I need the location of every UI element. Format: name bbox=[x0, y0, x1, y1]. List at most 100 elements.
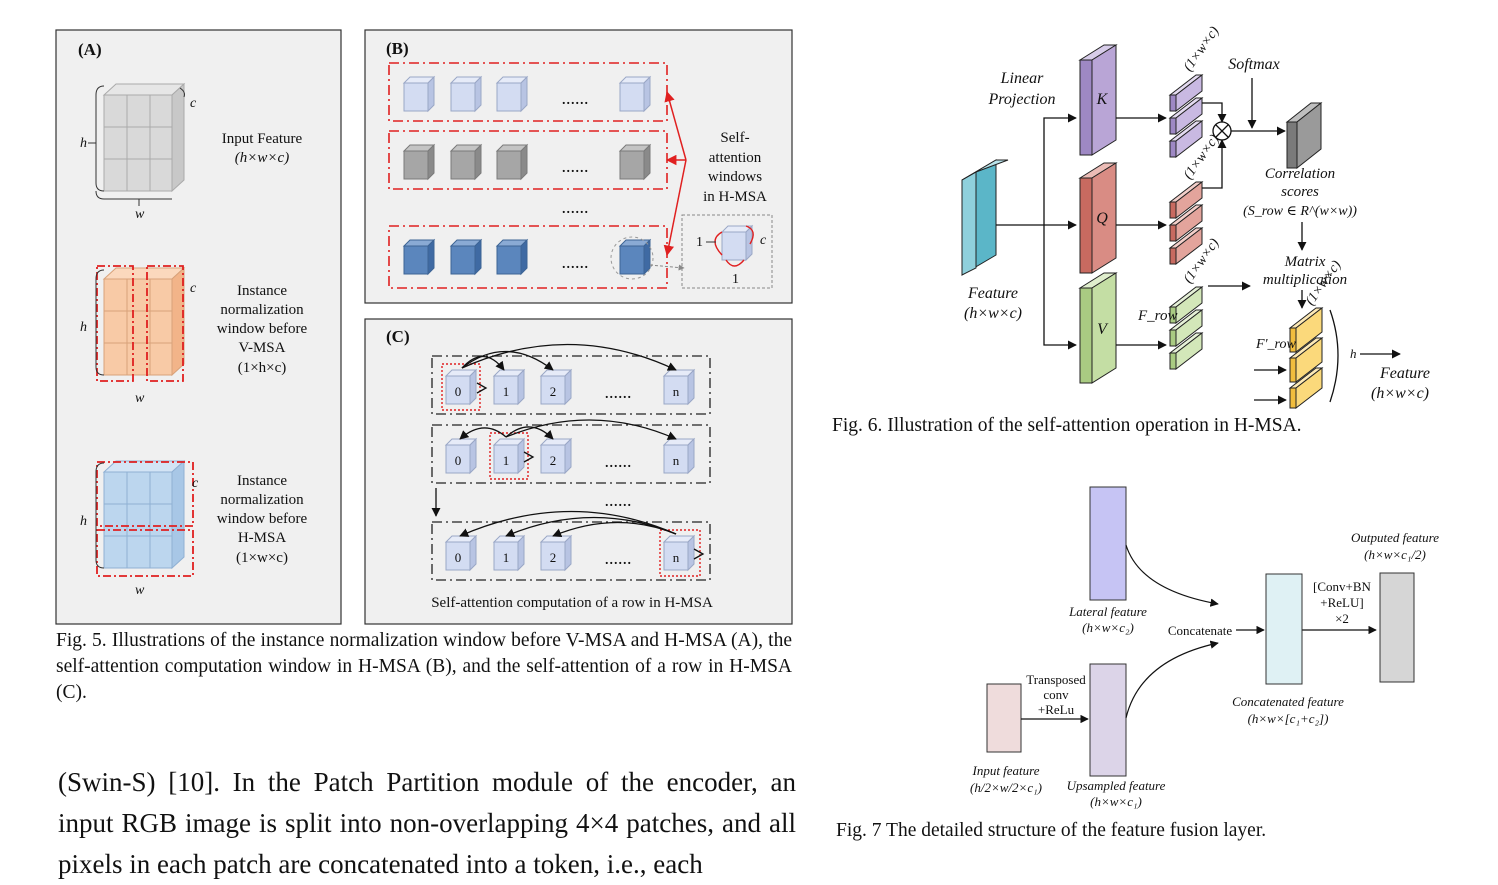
c-r3-cell-2: 2 bbox=[550, 550, 557, 565]
c-row-3-cubes bbox=[444, 534, 696, 572]
linear-projection-1: Linear bbox=[1000, 70, 1044, 87]
input-2: (h/2×w/2×c₁) bbox=[970, 780, 1042, 795]
correlation-2: scores bbox=[1281, 184, 1319, 200]
linear-projection-2: Projection bbox=[988, 91, 1056, 108]
concat-feat-1: Concatenated feature bbox=[1232, 694, 1344, 709]
correlation-3: (S_row ∈ R^(w×w)) bbox=[1243, 204, 1357, 219]
vmsa-dims: (1×h×c) bbox=[238, 360, 287, 376]
sa-windows-line4: in H-MSA bbox=[703, 189, 767, 205]
hmsa-line3: window before bbox=[217, 511, 308, 527]
v-row-vectors bbox=[1168, 285, 1204, 371]
yellow-row-vectors bbox=[1288, 306, 1324, 410]
row2-dots: ...... bbox=[562, 156, 589, 176]
c-r2-cell-0: 0 bbox=[455, 453, 462, 468]
h-label-3: h bbox=[80, 514, 87, 529]
c-r1-cell-0: 0 bbox=[455, 384, 462, 399]
row1-cubes bbox=[402, 75, 652, 113]
input-feature-block bbox=[986, 683, 1022, 753]
zoom-one-left: 1 bbox=[696, 235, 703, 250]
c-row-2-cubes bbox=[444, 437, 696, 475]
c-r2-cell-2: 2 bbox=[550, 453, 557, 468]
c-row-2-arrows bbox=[459, 419, 677, 463]
c-r2-cell-n: n bbox=[673, 453, 680, 468]
w-label-3: w bbox=[135, 583, 145, 598]
row3-dots: ...... bbox=[562, 252, 589, 272]
hmsa-line1: Instance bbox=[237, 473, 287, 489]
upsampled-feature-block bbox=[1089, 663, 1127, 777]
c-r3-cell-1: 1 bbox=[503, 550, 510, 565]
lateral-1: Lateral feature bbox=[1068, 604, 1147, 619]
hmsa-dims: (1×w×c) bbox=[236, 550, 288, 566]
f-row-label: F_row bbox=[1137, 308, 1177, 324]
zoom-detail-cube bbox=[714, 224, 754, 267]
out-1: Outputed feature bbox=[1351, 530, 1439, 545]
c-r3-dots: ...... bbox=[605, 548, 632, 568]
sa-windows-line2: attention bbox=[709, 150, 762, 166]
panel-b-label: (B) bbox=[386, 39, 409, 58]
c-row-1 bbox=[431, 355, 711, 415]
c-r3-cell-n: n bbox=[673, 550, 680, 565]
c-r1-cell-n: n bbox=[673, 384, 680, 399]
c-row-3 bbox=[431, 521, 711, 581]
h-label-2: h bbox=[80, 320, 87, 335]
panel-c-bottom-label: Self-attention computation of a row in H… bbox=[431, 595, 713, 611]
w-label-2: w bbox=[135, 391, 145, 406]
zoom-one-bottom: 1 bbox=[732, 272, 739, 287]
f-row-prime-label: F'_row bbox=[1255, 337, 1296, 352]
q-row-vectors bbox=[1168, 180, 1204, 266]
q-block bbox=[1078, 162, 1118, 274]
c-r3-cell-0: 0 bbox=[455, 550, 462, 565]
upsampled-2: (h×w×c₁) bbox=[1090, 794, 1142, 809]
k-row-vectors bbox=[1168, 73, 1204, 159]
conv-2: +ReLU] bbox=[1320, 595, 1363, 610]
body-paragraph: (Swin-S) [10]. In the Patch Partition mo… bbox=[58, 767, 796, 879]
feature-input-block bbox=[961, 159, 1009, 276]
c-r1-cell-1: 1 bbox=[503, 384, 510, 399]
fig6-feature-out-1: Feature bbox=[1379, 365, 1430, 382]
fig7-diagram: Lateral feature (h×w×c₂) Input feature (… bbox=[970, 486, 1439, 809]
row2-cubes bbox=[402, 143, 652, 181]
k-label: K bbox=[1096, 91, 1109, 108]
vmsa-window-cube bbox=[95, 265, 186, 382]
correlation-1: Correlation bbox=[1265, 166, 1335, 182]
c-r2-cell-1: 1 bbox=[503, 453, 510, 468]
input-feature-cube bbox=[95, 82, 186, 200]
transposed-2: conv bbox=[1043, 687, 1069, 702]
panel-c-label: (C) bbox=[386, 327, 410, 346]
zoom-detail-box bbox=[681, 214, 773, 289]
fig6-branch-lines bbox=[996, 113, 1077, 350]
softmax-label: Softmax bbox=[1228, 56, 1280, 73]
lateral-feature-block bbox=[1089, 486, 1127, 601]
c-label-1: c bbox=[190, 96, 197, 111]
zoom-circle bbox=[610, 236, 654, 280]
c-label-2: c bbox=[190, 281, 197, 296]
k-dim-label: (1×w×c) bbox=[1181, 24, 1223, 74]
w-label-1: w bbox=[135, 207, 145, 222]
conv-3: ×2 bbox=[1335, 611, 1349, 626]
panel-a-label: (A) bbox=[78, 40, 102, 59]
matrix-1: Matrix bbox=[1284, 254, 1326, 270]
fig5-panel-a: (A) h w c Input Feature (h×w×c) bbox=[55, 29, 342, 625]
c-r1-cell-2: 2 bbox=[550, 384, 557, 399]
zoom-c: c bbox=[760, 233, 767, 248]
c-row-1-cubes bbox=[444, 368, 696, 406]
c-row-1-arrows bbox=[461, 343, 677, 394]
correlation-block bbox=[1285, 101, 1323, 170]
sa-windows-line3: windows bbox=[708, 169, 762, 185]
input-feature-title: Input Feature bbox=[222, 131, 303, 147]
sa-windows-line1: Self- bbox=[720, 130, 749, 146]
hmsa-line4: H-MSA bbox=[238, 530, 287, 546]
vmsa-line2: normalization bbox=[220, 302, 304, 318]
vmsa-line1: Instance bbox=[237, 283, 287, 299]
concat-feat-2: (h×w×[c₁+c₂]) bbox=[1248, 711, 1329, 726]
concatenate-label: Concatenate bbox=[1168, 623, 1232, 638]
fig5-panel-c: (C) 0 1 2 ...... n 0 1 bbox=[364, 318, 793, 625]
fig6-caption: Fig. 6. Illustration of the self-attenti… bbox=[832, 415, 1302, 436]
fig5-caption: Fig. 5. Illustrations of the instance no… bbox=[56, 630, 792, 703]
vmsa-line4: V-MSA bbox=[239, 340, 286, 356]
q-label: Q bbox=[1096, 210, 1108, 227]
out-2: (h×w×c₁/2) bbox=[1364, 547, 1426, 562]
c-middle-dots: ...... bbox=[605, 490, 632, 510]
fig7-caption: Fig. 7 The detailed structure of the fea… bbox=[836, 820, 1267, 841]
